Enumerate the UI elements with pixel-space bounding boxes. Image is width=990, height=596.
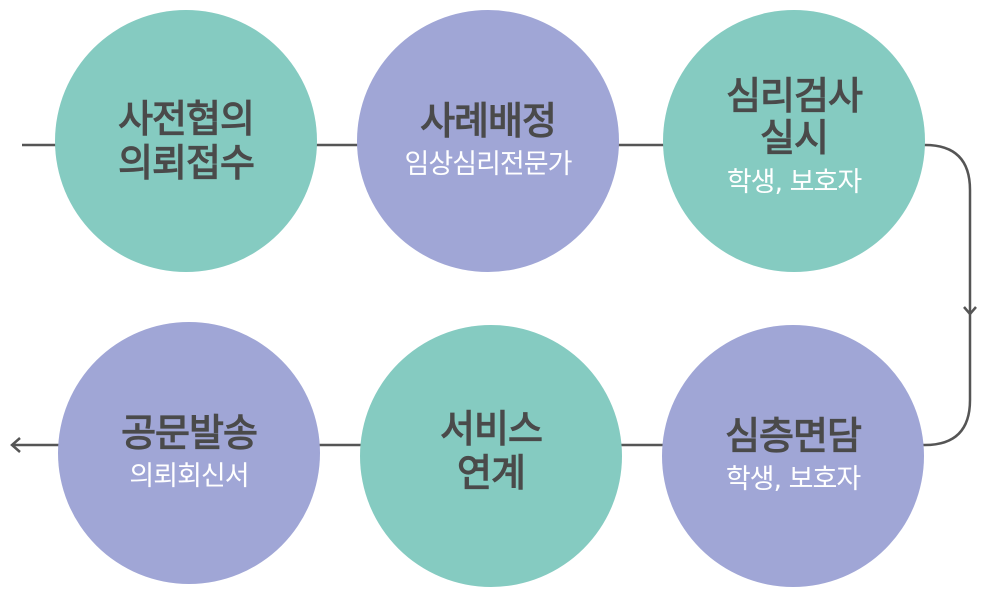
step-title-line: 심층면담 [725,414,862,458]
step-title-line: 사전협의 [118,97,255,141]
step-subtitle: 임상심리전문가 [404,149,573,180]
step-pre-consultation: 사전협의 의뢰접수 [55,10,317,272]
step-title: 심리검사 실시 [726,74,863,160]
step-title-line: 사례배정 [420,99,557,143]
step-psych-test: 심리검사 실시 학생, 보호자 [663,10,925,272]
arrow-left-icon [10,437,21,453]
step-title: 서비스 연계 [440,407,543,495]
step-title-line: 의뢰접수 [118,141,255,185]
chevron-down-icon [963,306,977,316]
step-in-depth-interview: 심층면담 학생, 보호자 [662,325,924,587]
step-official-letter: 공문발송 의뢰회신서 [58,322,320,584]
step-title-line: 심리검사 [726,74,863,118]
step-title-line: 서비스 [440,407,543,451]
step-subtitle: 의뢰회신서 [129,461,249,492]
step-title: 공문발송 [121,411,258,455]
step-subtitle: 학생, 보호자 [726,167,862,198]
step-title: 사례배정 [420,99,557,143]
step-subtitle: 학생, 보호자 [725,464,861,495]
step-title-line: 실시 [760,116,829,160]
step-title-line: 공문발송 [121,411,258,455]
step-title: 심층면담 [725,414,862,458]
step-title-line: 연계 [457,451,526,495]
step-title: 사전협의 의뢰접수 [118,97,255,185]
step-case-assignment: 사례배정 임상심리전문가 [357,10,619,272]
step-service-link: 서비스 연계 [360,325,622,587]
connector-curve-right [918,143,972,447]
